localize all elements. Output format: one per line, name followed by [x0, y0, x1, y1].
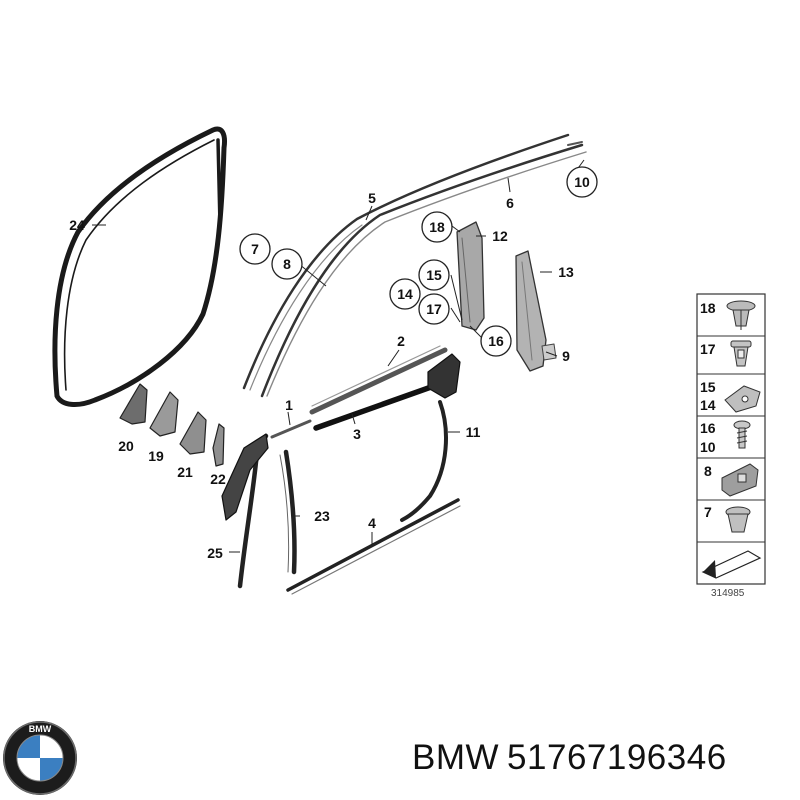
- callout-4: 4: [368, 515, 376, 531]
- callout-22: 22: [210, 471, 226, 487]
- part-drawings: [52, 126, 587, 595]
- screw-icon: [733, 420, 751, 449]
- legend-label-16: 16: [700, 420, 716, 436]
- callout-3: 3: [353, 426, 361, 442]
- sill-strip-4: [286, 498, 460, 592]
- door-seal-24: [52, 126, 227, 407]
- pillar-cover-13-edge: [521, 261, 533, 361]
- logo-text: BMW: [29, 724, 52, 734]
- clip-plate-icon: [724, 385, 761, 413]
- callout-15: 15: [426, 267, 442, 283]
- roof-trim-5-outer: [242, 133, 570, 390]
- fastener-legend: 18 17 15 14 16 10 8: [696, 293, 766, 585]
- roof-trim-5-inner: [249, 224, 363, 391]
- clip-9: [541, 343, 557, 361]
- callout-23: 23: [314, 508, 330, 524]
- callout-1: 1: [285, 397, 293, 413]
- legend-label-15: 15: [700, 379, 716, 395]
- part-number: 51767196346: [507, 738, 727, 777]
- callout-9: 9: [562, 348, 570, 364]
- mirror-corner-piece: [427, 353, 461, 399]
- callout-11: 11: [466, 424, 481, 440]
- legend-label-17: 17: [700, 341, 716, 357]
- pillar-trim-12-edge: [461, 237, 471, 323]
- a-pillar-piece-25: [221, 433, 269, 521]
- callout-12: 12: [492, 228, 508, 244]
- callout-25: 25: [207, 545, 223, 561]
- trim-strip-1: [270, 419, 312, 439]
- legend-label-10: 10: [700, 439, 716, 455]
- callout-6: 6: [506, 195, 514, 211]
- seal-strip-23: [283, 449, 297, 575]
- sill-strip-4-line: [291, 505, 461, 595]
- callout-20: 20: [118, 438, 134, 454]
- callout-14: 14: [397, 286, 413, 302]
- bmw-logo-icon: BMW: [3, 721, 77, 795]
- callout-2: 2: [397, 333, 405, 349]
- callout-24: 24: [69, 217, 85, 233]
- push-rivet-icon: [726, 300, 756, 330]
- roof-trim-6-inner: [266, 151, 587, 397]
- brand-name: BMW: [412, 738, 500, 777]
- callout-labels: 24 5 6 10 7 8 18 12 13 15 14 17 16 9 2 1…: [69, 174, 590, 561]
- callout-21: 21: [177, 464, 193, 480]
- roof-trim-6-outer: [260, 143, 584, 398]
- legend-label-14: 14: [700, 397, 716, 413]
- window-strip-2-line: [311, 345, 441, 407]
- callout-10: 10: [574, 174, 590, 190]
- callout-5: 5: [368, 190, 376, 206]
- window-strip-3: [313, 378, 451, 431]
- seal-strip-23-line: [279, 454, 290, 573]
- clip-nut-icon: [725, 506, 751, 533]
- door-seal-24-tail: [216, 138, 222, 227]
- legend-label-7: 7: [704, 504, 712, 520]
- callout-8: 8: [283, 256, 291, 272]
- circled-callouts: [239, 166, 598, 357]
- callout-16: 16: [488, 333, 504, 349]
- cover-22: [212, 423, 225, 467]
- clip-holder-icon: [721, 463, 759, 497]
- callout-18: 18: [429, 219, 445, 235]
- callout-19: 19: [148, 448, 164, 464]
- arrow-bracket-icon: [701, 550, 762, 579]
- cover-21: [179, 411, 207, 455]
- drawing-number: 314985: [711, 588, 745, 599]
- end-piece-10: [567, 141, 583, 146]
- legend-label-18: 18: [700, 300, 716, 316]
- callout-17: 17: [426, 301, 442, 317]
- callout-7: 7: [251, 241, 259, 257]
- callout-13: 13: [558, 264, 574, 280]
- window-strip-2: [309, 347, 448, 415]
- vertical-seal-11: [400, 400, 448, 522]
- pillar-trim-12: [456, 221, 485, 331]
- door-seal-24-inner: [63, 139, 215, 391]
- legend-label-8: 8: [704, 463, 712, 479]
- expanding-rivet-icon: [730, 340, 752, 367]
- cover-19: [149, 391, 179, 437]
- cover-20: [119, 383, 148, 425]
